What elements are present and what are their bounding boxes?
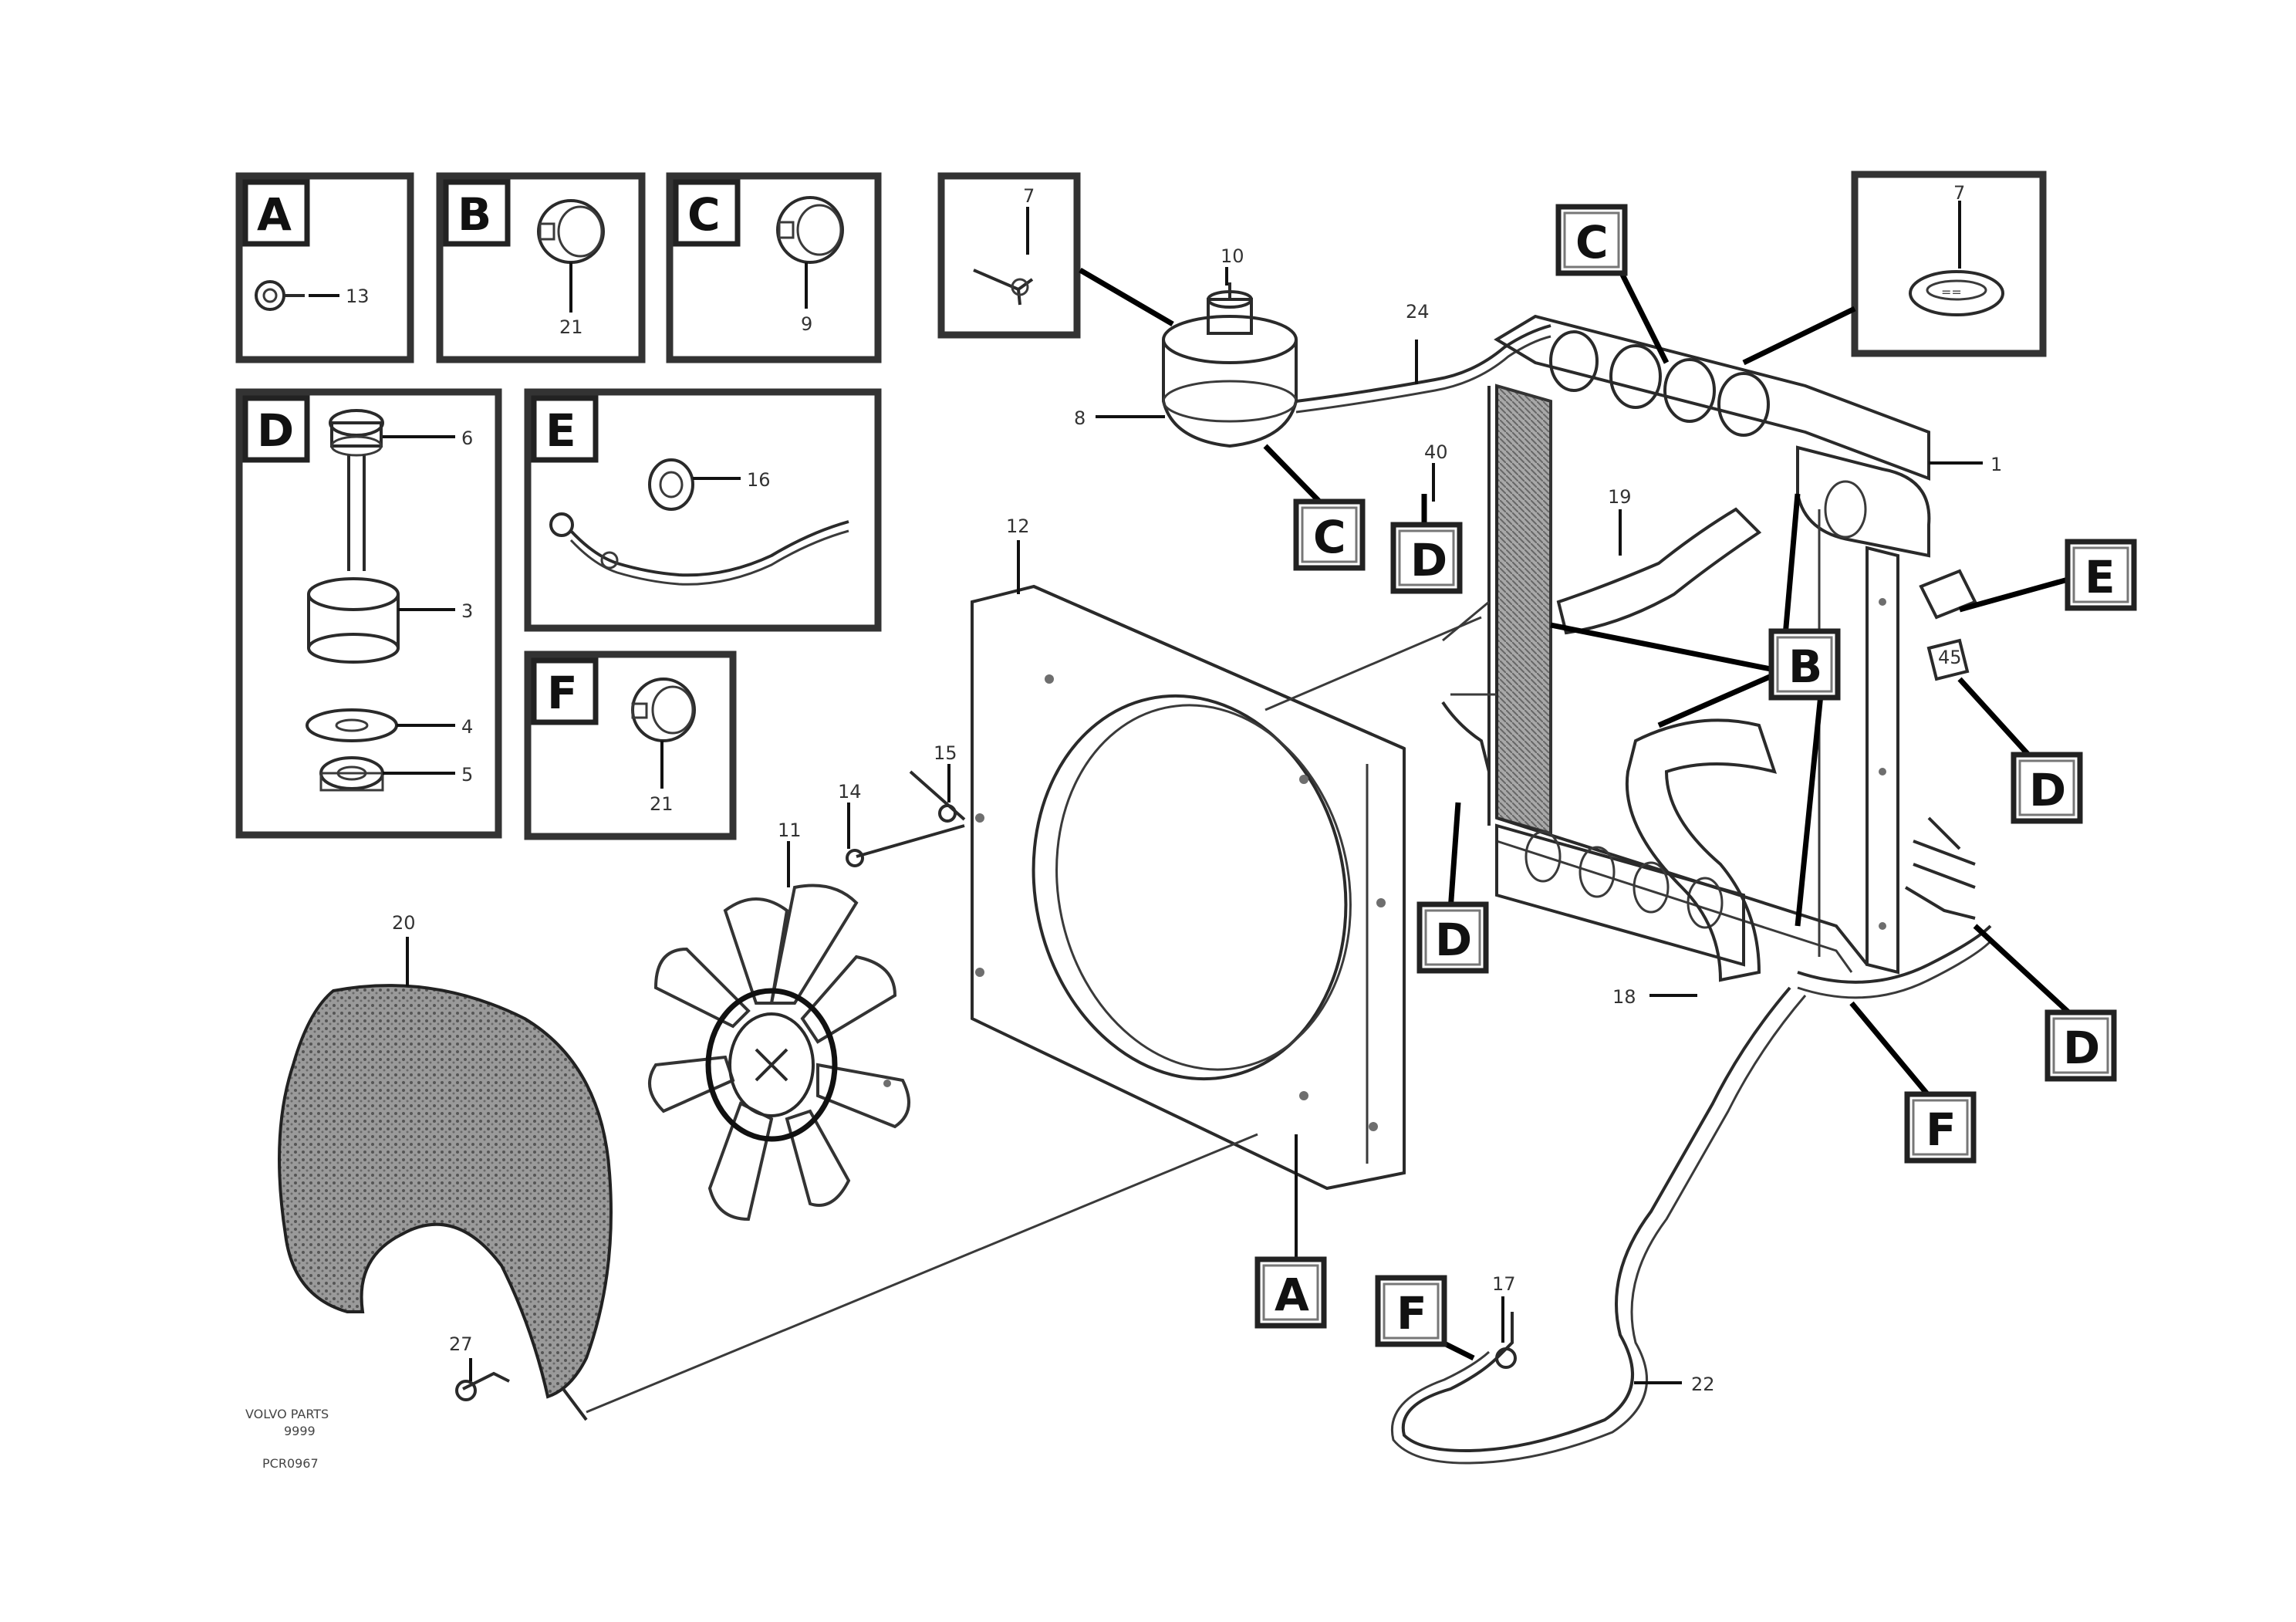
callout-12: 12 [1006,515,1030,537]
svg-text:F: F [1396,1287,1427,1340]
inset-d-callout-6: 6 [461,427,473,449]
callout-8: 8 [1074,407,1086,429]
callout-19: 19 [1608,486,1632,508]
callout-22: 22 [1691,1374,1715,1395]
svg-text:B: B [1788,640,1822,693]
callout-17: 17 [1492,1273,1516,1295]
inset-a-callout-13: 13 [346,286,370,307]
detail-inset-d: D 6 3 4 5 [235,388,502,839]
inset-e-letter: E [545,404,576,457]
callout-tank-cap: 10 [1221,245,1244,267]
section-tag-f-right: F [1904,1091,1977,1164]
fan-shroud: 12 14 15 [586,515,1482,1414]
section-tag-d-mid: D [1416,901,1489,974]
section-tag-d-right: D [2011,752,2083,824]
footer-line-2: 9999 [284,1424,316,1438]
inset-e-callout-16: 16 [747,469,771,491]
section-tag-c-tank: C [1293,498,1366,571]
svg-text:F: F [1926,1103,1957,1156]
callout-24: 24 [1406,301,1430,323]
inset-d-letter: D [257,404,294,457]
svg-text:A: A [1275,1269,1309,1321]
svg-text:C: C [1575,216,1609,269]
callout-45: 45 [1938,647,1962,668]
section-tag-d-lower-right: D [2044,1009,2117,1082]
inset-f-letter: F [547,667,578,719]
cooling-fan: 11 [648,819,910,1222]
inset-d-callout-3: 3 [461,600,473,622]
svg-text:D: D [1410,534,1447,586]
drain-line: 22 17 18 [1391,986,1807,1465]
detail-inset-e: E 16 [524,388,882,632]
detail-inset-a: A 13 [235,172,414,363]
section-tag-b: B [1768,628,1841,701]
svg-text:C: C [1313,511,1346,563]
valve-inset-callout: 7 [1023,185,1035,207]
detail-inset-valve: 7 [937,172,1081,339]
svg-text:D: D [1435,914,1472,966]
detail-inset-c: C 9 [666,172,882,363]
svg-text:D: D [2063,1022,2100,1074]
fan-guard: 20 27 [278,912,613,1421]
inset-b-letter: B [458,188,491,241]
drawing-reference: VOLVO PARTS 9999 PCR0967 [245,1407,329,1471]
callout-11: 11 [778,819,802,841]
svg-text:E: E [2085,551,2115,603]
callout-18: 18 [1612,986,1636,1008]
inset-c-callout-9: 9 [801,313,812,335]
inset-b-callout-21: 21 [559,316,583,338]
footer-line-1: VOLVO PARTS [245,1407,329,1421]
section-tag-e: E [2065,539,2137,611]
callout-15: 15 [934,742,957,764]
section-tag-f-lower: F [1375,1275,1447,1347]
callout-14: 14 [838,781,862,803]
inset-d-callout-5: 5 [461,764,473,786]
expansion-tank: 10 8 24 [1074,245,1551,512]
footer-ref: PCR0967 [262,1456,319,1471]
detail-inset-b: B 21 [436,172,646,363]
section-tag-d-upper: D [1390,522,1463,594]
inset-c-letter: C [687,188,721,241]
callout-guard: 20 [392,912,416,934]
detail-inset-f: F 21 [524,650,737,840]
inset-d-callout-4: 4 [461,716,473,738]
section-tag-c-top: C [1555,204,1628,276]
svg-text:D: D [2029,764,2066,816]
cap-inset-callout: 7 [1953,182,1965,204]
inset-f-callout-21: 21 [650,793,674,815]
inset-a-letter: A [257,188,292,241]
callout-1: 1 [1990,454,2002,475]
section-tag-a: A [1254,1256,1327,1329]
detail-inset-cap: 7 == [1851,171,2047,357]
radiator: 1 [1441,314,2002,999]
callout-40: 40 [1424,441,1448,463]
cap-inset-mark: == [1941,285,1962,299]
callout-27: 27 [449,1333,473,1355]
